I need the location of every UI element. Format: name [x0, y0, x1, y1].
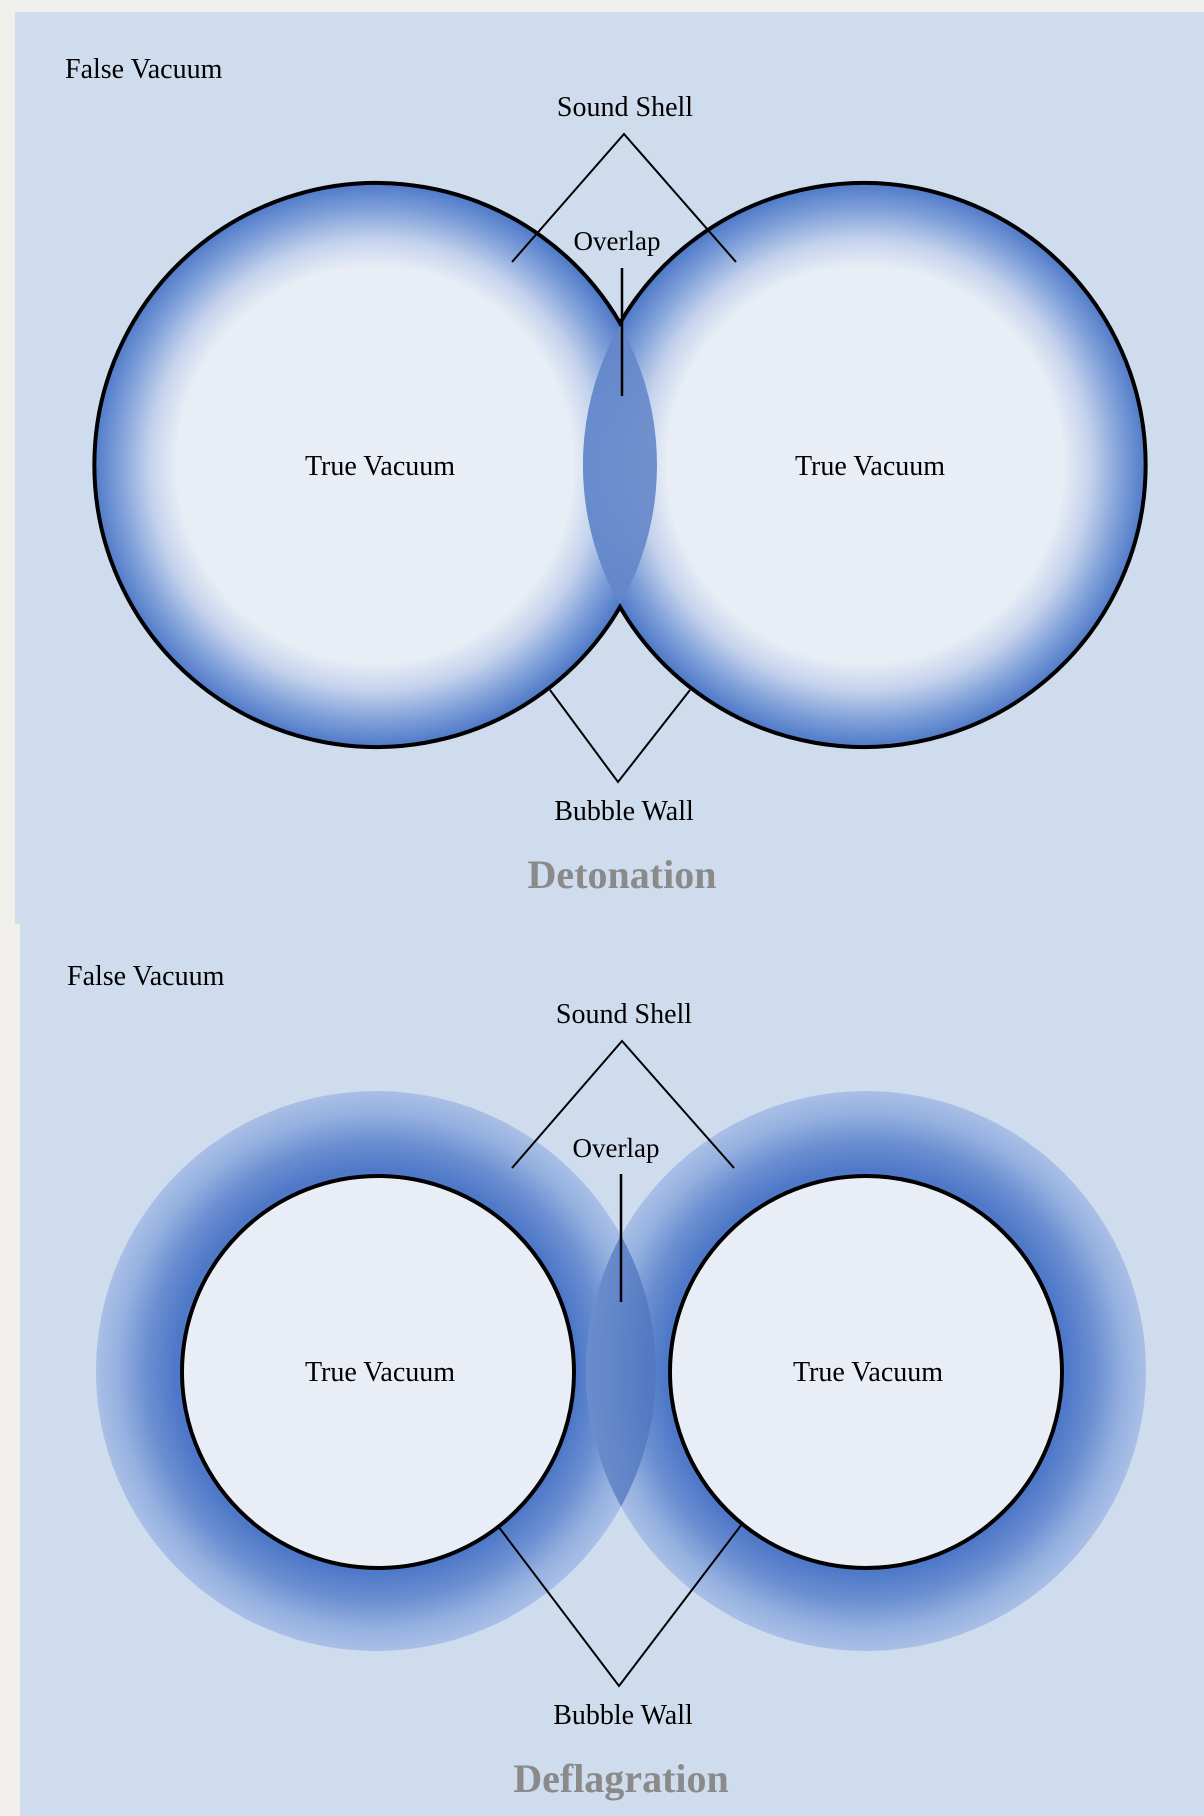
- bubble-wall-pointer: [497, 1523, 743, 1688]
- right-true-vacuum-label: True Vacuum: [793, 1357, 943, 1388]
- left-bubble: [180, 1174, 576, 1570]
- false-vacuum-label: False Vacuum: [67, 961, 225, 992]
- sound-shell-label: Sound Shell: [557, 92, 693, 123]
- sound-shell-label: Sound Shell: [556, 999, 692, 1030]
- sound-shell-pointer: [511, 1039, 735, 1169]
- bubble-wall-pointer: [549, 689, 691, 784]
- bubble-wall-label: Bubble Wall: [553, 1700, 693, 1731]
- right-bubble: [583, 183, 1147, 747]
- false-vacuum-label: False Vacuum: [65, 54, 223, 85]
- deflagration-panel: False Vacuum Sound Shell Overlap True Va…: [20, 922, 1204, 1816]
- overlap-label: Overlap: [573, 1133, 660, 1163]
- deflagration-title: Deflagration: [513, 1756, 729, 1801]
- bubble-wall-label: Bubble Wall: [554, 796, 694, 827]
- overlap-label: Overlap: [574, 226, 661, 256]
- bubble-wall-outline: [92, 181, 1148, 749]
- sound-shell-pointer: [511, 132, 737, 263]
- detonation-panel: False Vacuum Sound Shell Overlap True Va…: [15, 12, 1204, 924]
- right-true-vacuum-label: True Vacuum: [795, 451, 945, 482]
- left-bubble: [93, 183, 657, 747]
- left-true-vacuum-label: True Vacuum: [305, 451, 455, 482]
- detonation-title: Detonation: [528, 852, 717, 897]
- right-bubble: [668, 1174, 1064, 1570]
- left-true-vacuum-label: True Vacuum: [305, 1357, 455, 1388]
